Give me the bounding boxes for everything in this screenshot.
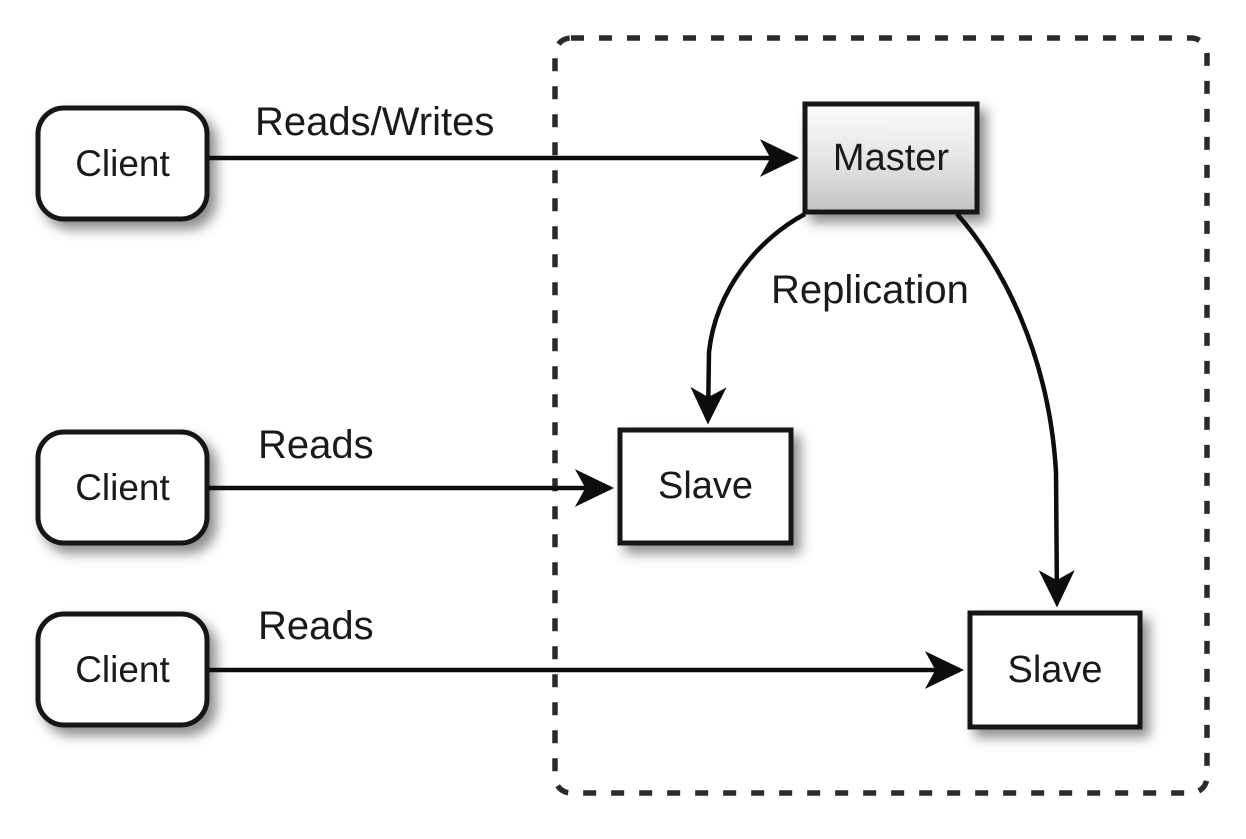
node-slave-2[interactable] bbox=[967, 610, 1143, 730]
node-client-1[interactable] bbox=[35, 105, 210, 222]
node-master[interactable] bbox=[802, 101, 980, 215]
edge-label-reads-slave-2: Reads bbox=[258, 604, 374, 648]
database-cluster-boundary bbox=[552, 35, 1210, 796]
edge-label-reads-slave-1: Reads bbox=[258, 423, 374, 467]
edge-master-slave1 bbox=[690, 212, 807, 425]
edge-label-reads-writes: Reads/Writes bbox=[255, 100, 495, 144]
edge-label-replication: Replication bbox=[771, 268, 969, 312]
edge-master-slave2 bbox=[955, 212, 1075, 608]
node-slave-1[interactable] bbox=[617, 427, 794, 546]
node-client-3[interactable] bbox=[35, 611, 210, 728]
node-client-2[interactable] bbox=[35, 429, 210, 546]
